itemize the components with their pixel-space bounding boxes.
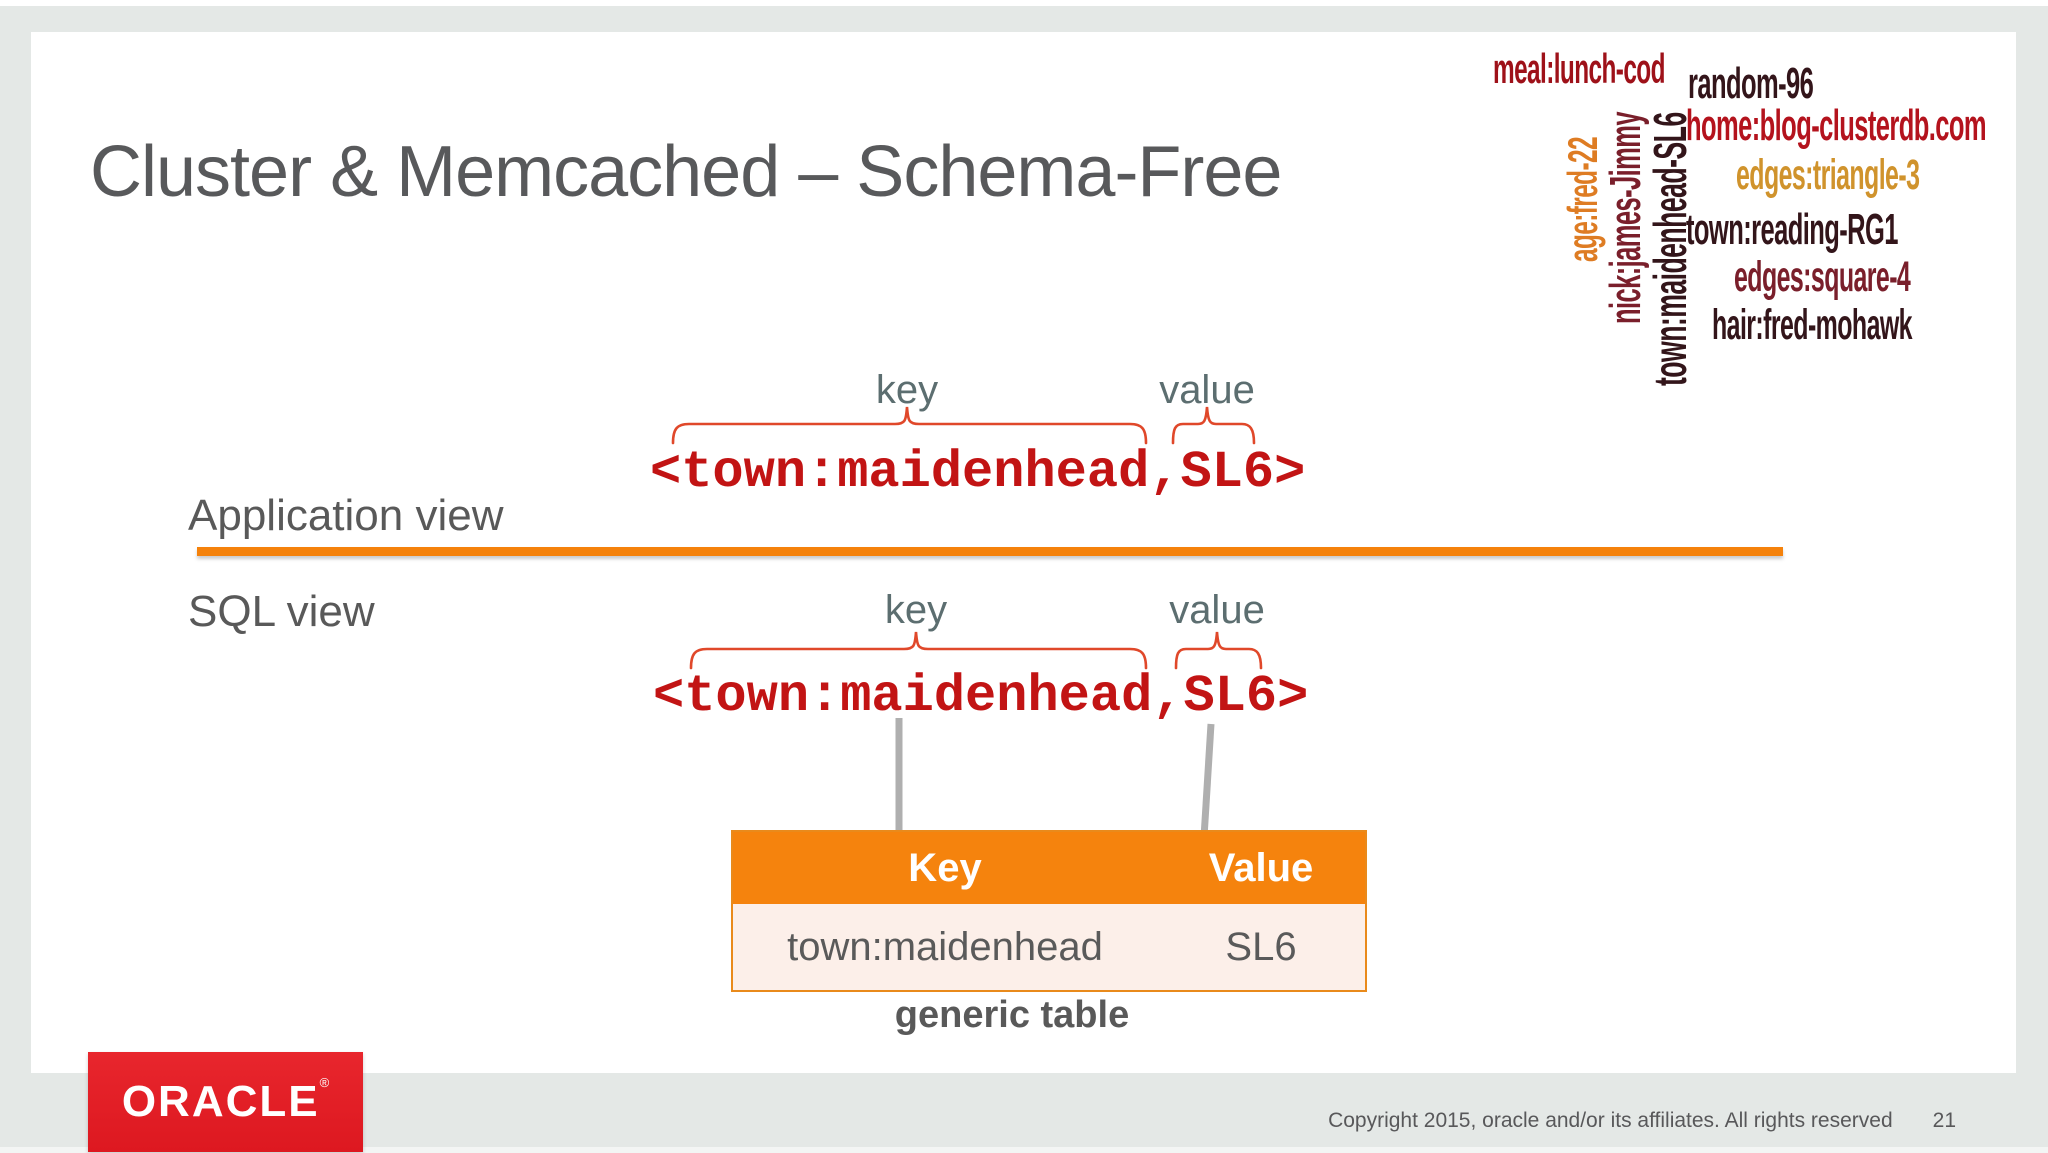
sql-view-label: SQL view bbox=[188, 587, 375, 636]
page-number: 21 bbox=[1932, 1109, 1956, 1132]
sql-key-label: key bbox=[884, 588, 948, 632]
cloud-word-town-maidenhead-sl6: town:maidenhead-SL6 bbox=[1644, 112, 1696, 386]
cloud-word-random-96: random-96 bbox=[1688, 59, 1814, 108]
cloud-word-edges-triangle-3: edges:triangle-3 bbox=[1736, 151, 1920, 199]
oracle-logo: ORACLE ® bbox=[88, 1052, 363, 1152]
slide-title: Cluster & Memcached – Schema-Free bbox=[90, 132, 1282, 212]
slide-footer: Copyright 2015, oracle and/or its affili… bbox=[1328, 1110, 1956, 1131]
cloud-word-age-fred-22: age:fred-22 bbox=[1559, 137, 1606, 262]
cloud-word-nick-james-jimmy: nick:james-Jimmy bbox=[1601, 111, 1650, 324]
orange-divider bbox=[197, 547, 1783, 556]
app-key-label: key bbox=[875, 368, 939, 412]
table-caption: generic table bbox=[894, 994, 1130, 1036]
table-header-key: Key bbox=[908, 846, 982, 890]
sql-key-brace bbox=[689, 631, 1148, 670]
sql-code-pair: <town:maidenhead,SL6> bbox=[653, 667, 1309, 726]
top-edge-strip bbox=[0, 0, 2048, 6]
cloud-word-town-reading-rg1: town:reading-RG1 bbox=[1686, 205, 1898, 254]
cloud-word-edges-square-4: edges:square-4 bbox=[1734, 253, 1911, 301]
registered-mark-icon: ® bbox=[319, 1075, 330, 1090]
app-key-brace bbox=[671, 406, 1148, 445]
cloud-word-hair-fred-mohawk: hair:fred-mohawk bbox=[1712, 301, 1913, 349]
table-cell-value: SL6 bbox=[1225, 925, 1297, 969]
sql-value-brace bbox=[1174, 631, 1263, 670]
app-code-pair: <town:maidenhead,SL6> bbox=[650, 443, 1306, 502]
table-cell-key: town:maidenhead bbox=[787, 925, 1103, 969]
table-header-value: Value bbox=[1208, 846, 1314, 890]
app-value-brace bbox=[1171, 406, 1256, 445]
sql-value-label: value bbox=[1169, 588, 1265, 632]
app-value-label: value bbox=[1159, 368, 1255, 412]
cloud-word-meal-lunch-cod: meal:lunch-cod bbox=[1493, 45, 1665, 92]
bottom-edge-strip bbox=[0, 1147, 2048, 1153]
table-header-row: Key Value bbox=[733, 832, 1365, 904]
table-row: town:maidenhead SL6 bbox=[733, 904, 1365, 990]
generic-table: Key Value town:maidenhead SL6 bbox=[731, 830, 1367, 992]
oracle-wordmark: ORACLE bbox=[121, 1077, 320, 1126]
cloud-word-home-blog-clusterdb: home:blog-clusterdb.com bbox=[1686, 101, 1987, 150]
application-view-label: Application view bbox=[188, 491, 504, 540]
copyright-text: Copyright 2015, oracle and/or its affili… bbox=[1328, 1109, 1893, 1132]
